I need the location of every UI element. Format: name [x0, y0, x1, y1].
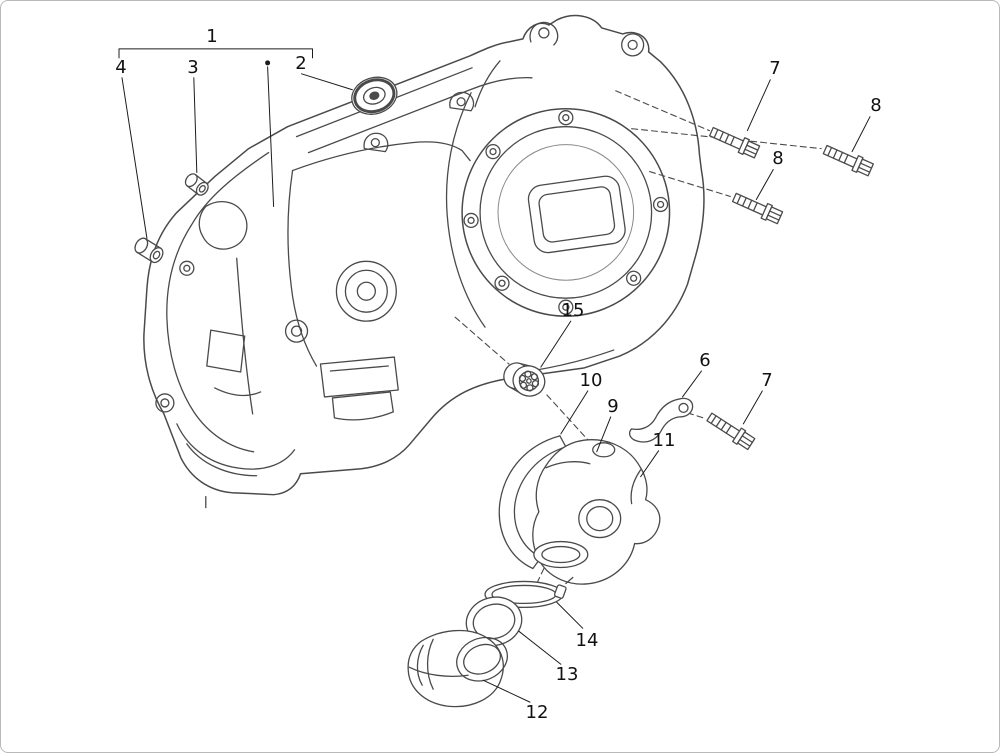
callout-3: 3: [187, 57, 199, 78]
bushing-3-drawing: [184, 173, 209, 196]
leader-lines: [118, 48, 871, 703]
bushing-4-drawing: [134, 237, 164, 264]
cap-12-drawing: [407, 629, 508, 708]
filter-13-drawing: [465, 596, 523, 647]
callout-10: 10: [579, 370, 603, 391]
callout-1: 1: [206, 26, 218, 47]
cover-gasket-10-drawing: [498, 435, 567, 570]
bolt-8-middle-drawing: [730, 189, 784, 226]
callout-2: 2: [295, 53, 307, 74]
bearing-2-drawing: [351, 76, 398, 115]
crankcase-cover-drawing: [143, 14, 705, 509]
flange-bolt-holes: [463, 110, 669, 315]
callout-6: 6: [699, 350, 711, 371]
callout-4: 4: [115, 57, 127, 78]
flange-window: [527, 175, 626, 254]
callout-8: 8: [772, 148, 784, 169]
air-scoop-9-drawing: [532, 439, 661, 585]
callout-7: 7: [761, 370, 773, 391]
bolt-8-right-drawing: [821, 141, 875, 178]
callout-12: 12: [525, 702, 549, 723]
callout-11: 11: [652, 430, 676, 451]
callout-14: 14: [575, 630, 599, 651]
callout-15: 15: [561, 300, 585, 321]
callout-7: 7: [769, 58, 781, 79]
callout-8: 8: [870, 95, 882, 116]
plug-15-drawing: [503, 362, 546, 397]
callout-13: 13: [555, 664, 579, 685]
bracket-6-drawing: [628, 397, 694, 443]
callout-9: 9: [607, 396, 619, 417]
